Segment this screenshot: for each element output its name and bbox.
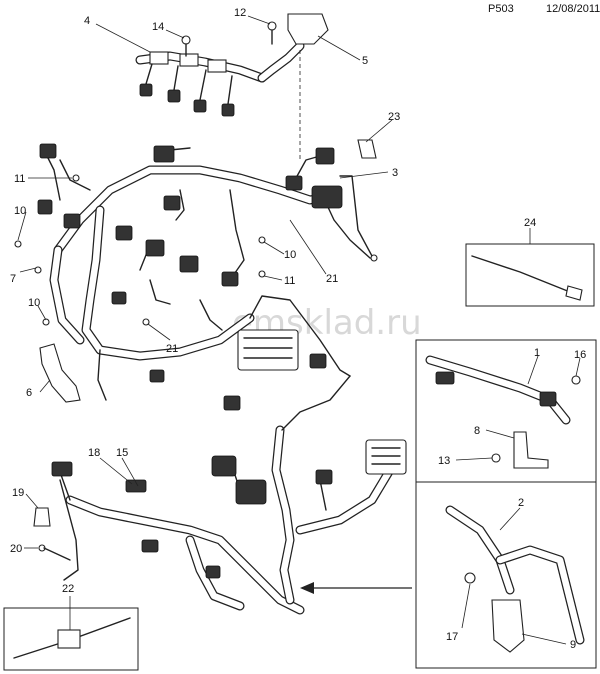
bracket-6: [39, 343, 81, 403]
bolt-12: [267, 21, 277, 45]
inset-box-1: [415, 339, 597, 483]
callout-10b: 10: [284, 249, 296, 261]
clip-23: [357, 139, 377, 159]
callout-10a: 10: [14, 205, 26, 217]
callout-23: 23: [388, 111, 400, 123]
diagram-code: P503: [488, 3, 514, 15]
callout-6: 6: [26, 387, 32, 399]
callout-22: 22: [62, 583, 74, 595]
ground-lead-3: [339, 175, 378, 262]
callout-3: 3: [392, 167, 398, 179]
fuel-injector-harness: [135, 41, 305, 117]
callout-10c: 10: [28, 297, 40, 309]
inset-2-harness: [445, 505, 585, 653]
callout-21b: 21: [166, 343, 178, 355]
callout-12: 12: [234, 7, 246, 19]
callout-2: 2: [518, 497, 524, 509]
main-engine-harness: [37, 143, 371, 411]
callout-17: 17: [446, 631, 458, 643]
callout-18: 18: [88, 447, 100, 459]
callout-24: 24: [524, 217, 536, 229]
callout-13: 13: [438, 455, 450, 467]
clip-22: [13, 617, 131, 659]
callout-19: 19: [12, 487, 24, 499]
cable-tie-24: [471, 255, 583, 301]
bolts-10-11: [14, 174, 266, 326]
callout-9: 9: [570, 639, 576, 651]
diagram-date: 12/08/2011: [546, 3, 600, 15]
lower-harness: [51, 375, 407, 615]
callout-4: 4: [84, 15, 90, 27]
sensor-19-20: [33, 507, 71, 561]
callout-1: 1: [534, 347, 540, 359]
callout-14: 14: [152, 21, 164, 33]
pointer-arrow: [300, 582, 412, 594]
callout-11b: 11: [284, 275, 295, 287]
callout-11a: 11: [14, 173, 25, 185]
callout-21a: 21: [326, 273, 338, 285]
callout-7: 7: [10, 273, 16, 285]
inset-1-harness: [425, 355, 581, 469]
bolt-14: [181, 35, 191, 57]
callout-15: 15: [116, 447, 128, 459]
callout-16: 16: [574, 349, 586, 361]
callout-20: 20: [10, 543, 22, 555]
leader-lines: [17, 15, 581, 645]
callout-5: 5: [362, 55, 368, 67]
callout-8: 8: [474, 425, 480, 437]
bracket-5: [287, 13, 329, 45]
callout-labels: 4 14 12 5 23 3 11 10 10 21 11 7 10 21 6 …: [10, 7, 586, 651]
